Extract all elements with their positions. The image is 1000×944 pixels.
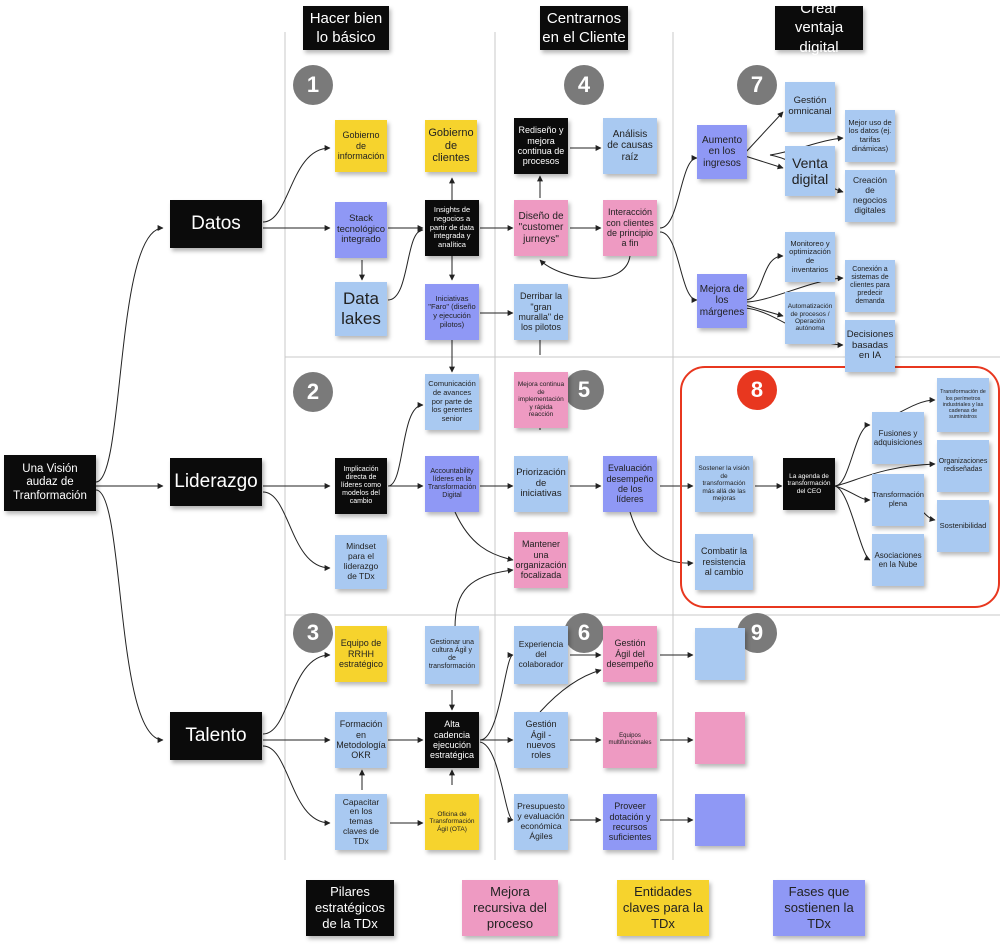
pillar-liderazgo: Liderazgo (170, 458, 262, 506)
note-asociaciones-nube: Asociaciones en la Nube (872, 534, 924, 586)
note-gobierno-clientes: Gobierno de clientes (425, 120, 477, 172)
note-aumento-ingresos: Aumento en los ingresos (697, 125, 747, 179)
note-analisis-causas: Análisis de causas raíz (603, 118, 657, 174)
note-diseno-customer-journeys: Diseño de "customer jurneys" (514, 200, 568, 256)
note-sostener-vision: Sostener la visión de transformación más… (695, 456, 753, 512)
note-experiencia-colaborador: Experiencia del colaborador (514, 626, 568, 684)
note-blank-violet (695, 794, 745, 846)
note-gestion-agil-roles: Gestión Ágil - nuevos roles (514, 712, 568, 768)
note-presupuesto-agil: Presupuesto y evaluación económica Ágile… (514, 794, 568, 850)
note-mantener-organizacion: Mantener una organización focalizada (514, 532, 568, 588)
note-gestion-omnicanal: Gestión omnicanal (785, 82, 835, 132)
note-capacitar-tdx: Capacitar en los temas claves de TDx (335, 794, 387, 850)
grid-lines (284, 32, 1000, 860)
note-priorizacion-iniciativas: Priorización de iniciativas (514, 456, 568, 512)
note-accountability: Accountability líderes en la Transformac… (425, 456, 479, 512)
note-rediseno-procesos: Rediseño y mejora continua de procesos (514, 118, 568, 174)
note-data-lakes: Data lakes (335, 282, 387, 336)
header-customer: Centrarnos en el Cliente (540, 6, 628, 50)
note-equipo-rrhh: Equipo de RRHH estratégico (335, 626, 387, 682)
note-insights: Insights de negocios a partir de data in… (425, 200, 479, 256)
note-implicacion-lideres: Implicación directa de líderes como mode… (335, 458, 387, 514)
note-decisiones-ia: Decisiones basadas en IA (845, 320, 895, 372)
note-evaluacion-desempeno: Evaluación desempeño de los líderes (603, 456, 657, 512)
legend-fases: Fases que sostienen la TDx (773, 880, 865, 936)
number-3: 3 (293, 613, 333, 653)
note-creacion-negocios: Creación de negocios digitales (845, 170, 895, 222)
note-oficina-ota: Oficina de Transformación Ágil (OTA) (425, 794, 479, 850)
note-sostenibilidad: Sostenibilidad (937, 500, 989, 552)
header-basics: Hacer bien lo básico (303, 6, 389, 50)
note-comunicacion-avances: Comunicación de avances por parte de los… (425, 374, 479, 430)
number-7: 7 (737, 65, 777, 105)
note-transformacion-plena: Transformación plena (872, 474, 924, 526)
note-automatizacion: Automatización de procesos / Operación a… (785, 292, 835, 344)
pillar-talento: Talento (170, 712, 262, 760)
header-digital: Crear ventaja digital (775, 0, 863, 56)
note-alta-cadencia: Alta cadencia ejecución estratégica (425, 712, 479, 768)
note-mejora-continua: Mejora continua de implementación y rápi… (514, 372, 568, 428)
note-conexion-sistemas: Conexión a sistemas de clientes para pre… (845, 260, 895, 312)
note-gestion-agil-desempeno: Gestión Ágil del desempeño (603, 626, 657, 682)
root-vision: Una Visión audaz de Tranformación (4, 455, 96, 511)
number-2: 2 (293, 372, 333, 412)
number-4: 4 (564, 65, 604, 105)
highlight-frame (680, 366, 1000, 608)
note-blank-pink (695, 712, 745, 764)
note-formacion-okr: Formación en Metodología OKR (335, 712, 387, 768)
note-mindset-liderazgo: Mindset para el liderazgo de TDx (335, 535, 387, 589)
note-agenda-ceo: La agenda de transformación del CEO (783, 458, 835, 510)
note-organizaciones-redisenadas: Organizaciones rediseñadas (937, 440, 989, 492)
note-proveer-dotacion: Proveer dotación y recursos suficientes (603, 794, 657, 850)
note-derribar-muralla: Derribar la "gran muralla" de los piloto… (514, 284, 568, 340)
note-cultura-agil: Gestionar una cultura Ágil y de transfor… (425, 626, 479, 684)
note-fusiones-adquisiciones: Fusiones y adquisiciones (872, 412, 924, 464)
note-blank-blue (695, 628, 745, 680)
note-monitoreo-inventarios: Monitoreo y optimización de inventarios (785, 232, 835, 282)
note-gobierno-informacion: Gobierno de información (335, 120, 387, 172)
note-mejor-uso-datos: Mejor uso de los datos (ej. tarifas diná… (845, 110, 895, 162)
legend-mejora: Mejora recursiva del proceso (462, 880, 558, 936)
note-interaccion-clientes: Interacción con clientes de principio a … (603, 200, 657, 256)
note-mejora-margenes: Mejora de los márgenes (697, 274, 747, 328)
pillar-datos: Datos (170, 200, 262, 248)
note-stack-tecnologico: Stack tecnológico integrado (335, 202, 387, 258)
number-6: 6 (564, 613, 604, 653)
note-combatir-resistencia: Combatir la resistencia al cambio (695, 534, 753, 590)
legend-entidades: Entidades claves para la TDx (617, 880, 709, 936)
number-8: 8 (737, 370, 777, 410)
number-1: 1 (293, 65, 333, 105)
legend-pilares: Pilares estratégicos de la TDx (306, 880, 394, 936)
note-equipos-multifuncionales: Equipos multifuncionales (603, 712, 657, 768)
note-transformacion-perimetros: Transformación de los perímetros industr… (937, 378, 989, 432)
number-5: 5 (564, 370, 604, 410)
note-venta-digital: Venta digital (785, 146, 835, 196)
note-iniciativas-faro: Iniciativas "Faro" (diseño y ejecución p… (425, 284, 479, 340)
